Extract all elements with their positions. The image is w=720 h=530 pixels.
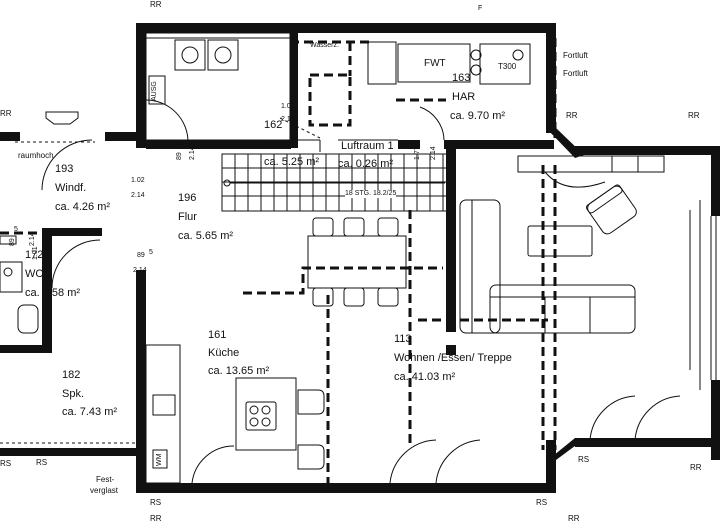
festverglast-label-1: Fest- — [96, 475, 115, 484]
room-182-id: 182 — [62, 369, 81, 381]
rs-mark-3: RS — [536, 498, 548, 507]
room-182-name: Spk. — [62, 388, 85, 400]
dim-door-hwr-width: 1.02 — [281, 103, 295, 110]
raumhoch-label: raumhoch — [18, 151, 54, 160]
room-172-id: 172 — [25, 249, 44, 261]
f-mark: F — [478, 5, 483, 12]
sofa — [459, 199, 636, 334]
wasserz-label: Wasserz. — [310, 42, 339, 49]
dashed-lines — [0, 38, 557, 485]
room-161-id: 161 — [208, 329, 227, 341]
dim-door-flur-width: 89 — [176, 152, 183, 160]
dim-door-wc-sup: 5 — [14, 226, 18, 233]
luftraum-name: Luftraum 1 — [341, 140, 394, 152]
exterior-walls — [0, 23, 720, 493]
rs-mark-2: RS — [150, 498, 162, 507]
rs-mark-4: RS — [578, 455, 590, 464]
rr-mark-top: RR — [150, 0, 162, 9]
fwt-label: FWT — [424, 58, 446, 69]
interior-lines — [0, 32, 717, 484]
dim-door-har-width: 1.77 — [414, 146, 421, 160]
dim-door-kitchen-height: 2.14 — [133, 267, 147, 274]
room-196-area: ca. 5.65 m² — [178, 230, 234, 242]
room-113-id: 113 — [394, 333, 412, 345]
festverglast-label-2: verglast — [90, 486, 119, 495]
rr-mark-right: RR — [688, 111, 700, 120]
room-162-id: 162 — [264, 119, 283, 131]
room-113-area: ca. 41.03 m² — [394, 371, 456, 383]
fwt-unit — [397, 43, 471, 83]
room-162-area: ca. 5.25 m² — [264, 156, 320, 168]
rr-mark-left: RR — [0, 109, 12, 118]
room-182-area: ca. 7.43 m² — [62, 406, 118, 418]
room-193-name: Windf. — [55, 182, 87, 194]
dim-door-flur-height: 2.14 — [189, 146, 196, 160]
dim-door-kitchen-width: 89 — [137, 252, 145, 259]
room-172-area: ca. 2.58 m² — [25, 287, 81, 299]
dim-door-wc2-width: 1.01 — [32, 246, 39, 260]
stairs-label: 18 STG. 18.2/25 — [345, 190, 397, 198]
room-161-name: Küche — [208, 347, 240, 359]
rr-mark-bottom-right: RR — [568, 514, 580, 523]
dim-door-wc-width: 89 — [9, 238, 16, 246]
room-113-name: Wohnen /Essen/ Treppe — [394, 352, 512, 364]
luftraum-area: ca. 0.26 m² — [338, 158, 394, 170]
rs-mark-1: RS — [36, 458, 48, 467]
fortluft-label-2: Fortluft — [563, 69, 588, 78]
room-196-name: Flur — [178, 211, 197, 223]
fortluft-label-1: Fortluft — [563, 51, 588, 60]
dim-door-hwr-height: 2.14 — [281, 116, 295, 123]
room-172-name: WC — [25, 268, 44, 280]
room-163-name: HAR — [452, 91, 476, 103]
rr-mark-bottom-far: RR — [690, 463, 702, 472]
dim-door-kitchen-sup: 5 — [149, 249, 153, 256]
staircase — [221, 153, 455, 212]
room-162-name: HWR — [264, 138, 291, 150]
room-161-area: ca. 13.65 m² — [208, 365, 270, 377]
room-163-area: ca. 9.70 m² — [450, 110, 506, 122]
t300-label: T300 — [498, 62, 517, 71]
ausg-label: AUSG — [151, 81, 158, 101]
dim-door-windf-width: 1.02 — [131, 177, 145, 184]
room-196-id: 196 — [178, 192, 197, 204]
dim-door-flur-sup: 5 — [176, 140, 180, 147]
dim-door-windf-height: 2.14 — [131, 192, 145, 199]
room-193-area: ca. 4.26 m² — [55, 201, 111, 213]
kitchen-island — [235, 377, 297, 451]
rr-mark-mid: RR — [566, 111, 578, 120]
dining-table — [307, 235, 407, 289]
room-193-id: 193 — [55, 163, 74, 175]
dim-door-wc-height: 2.14 — [29, 232, 36, 246]
dim-door-wc2-height: 2.14 — [43, 246, 50, 260]
rs-mark-5: RS — [0, 459, 12, 468]
rr-mark-bottom-left: RR — [150, 514, 162, 523]
room-163-id: 163 — [452, 72, 471, 84]
dim-door-har-height: 2.14 — [430, 146, 437, 160]
wm-label: WM — [156, 453, 163, 466]
